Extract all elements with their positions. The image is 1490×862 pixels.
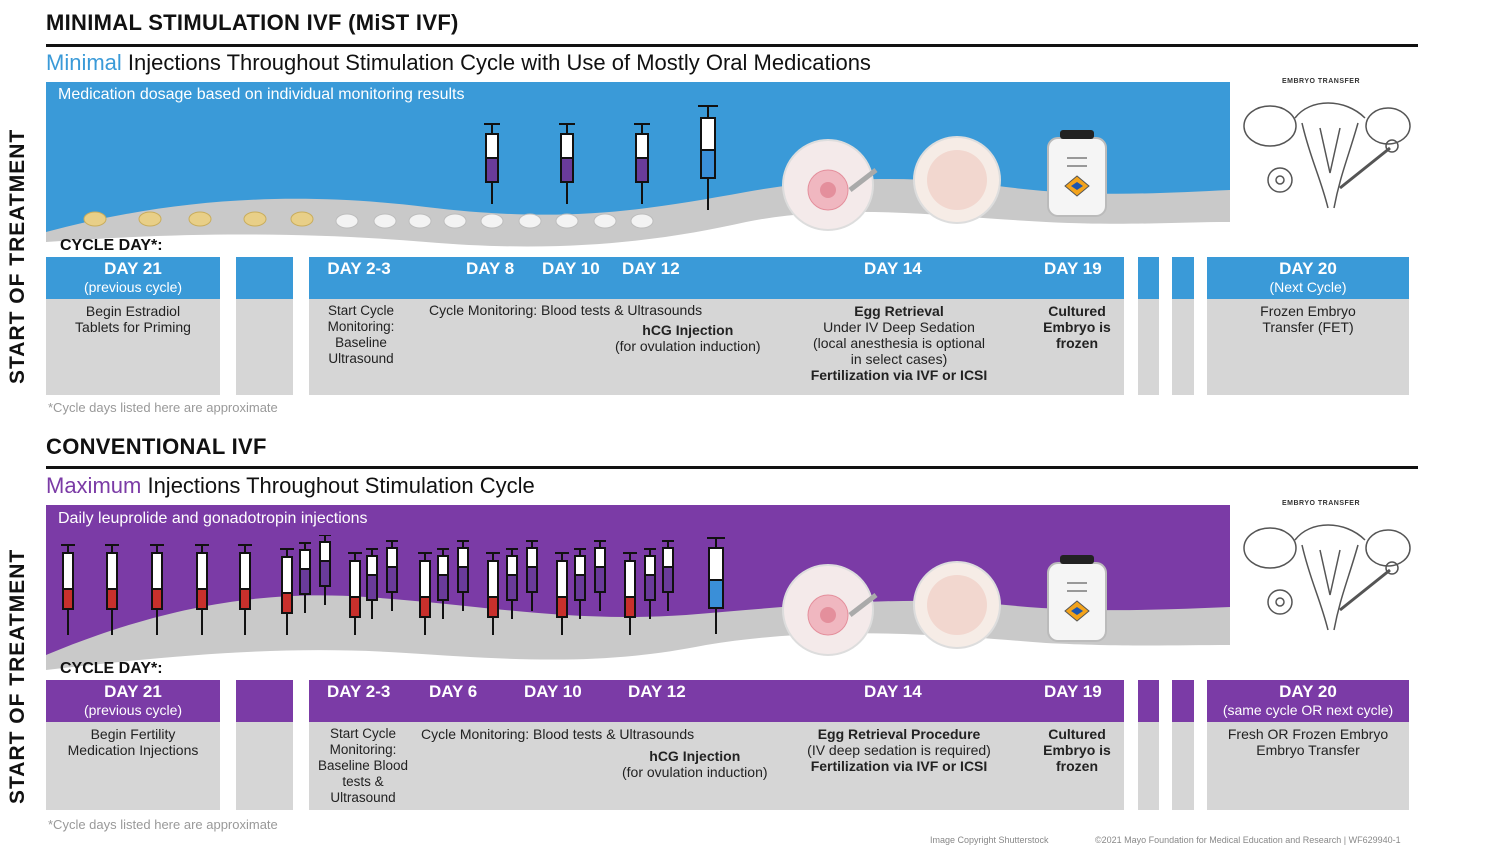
conv-col-day20: DAY 20 (same cycle OR next cycle) Fresh … xyxy=(1207,680,1409,810)
conv-monitoring-text: Cycle Monitoring: Blood tests & Ultrasou… xyxy=(421,726,695,742)
conv-day19-desc: Cultured Embryo is frozen xyxy=(1043,726,1111,774)
conv-hcg-block: hCG Injection (for ovulation induction) xyxy=(622,748,768,780)
conv-day2-3-label: DAY 2-3 xyxy=(327,682,391,701)
conv-note: *Cycle days listed here are approximate xyxy=(48,817,278,832)
conv-title: CONVENTIONAL IVF xyxy=(46,434,267,459)
mist-retrieval-title: Egg Retrieval xyxy=(854,303,944,319)
side-label-conventional: START OF TREATMENT xyxy=(6,548,29,804)
mist-subtitle: Minimal Injections Throughout Stimulatio… xyxy=(46,50,871,76)
mist-day2-3-label: DAY 2-3 xyxy=(327,259,391,278)
conv-cycle-day-label: CYCLE DAY*: xyxy=(60,660,163,677)
mist-hcg-sub: (for ovulation induction) xyxy=(615,338,761,354)
mist-col-day21: DAY 21 (previous cycle) Begin Estradiol … xyxy=(46,257,220,395)
conv-day20-sub: (same cycle OR next cycle) xyxy=(1222,702,1394,718)
mist-retrieval-illustration xyxy=(782,130,1107,231)
mist-day20-desc: Frozen Embryo Transfer (FET) xyxy=(1260,303,1356,335)
mist-title-rule xyxy=(46,44,1418,47)
mist-et-label: EMBRYO TRANSFER xyxy=(1282,78,1361,85)
mist-title: MINIMAL STIMULATION IVF (MiST IVF) xyxy=(46,10,459,35)
mist-day20-label: DAY 20 xyxy=(1279,259,1337,278)
conv-retrieval-line1: (IV deep sedation is required) xyxy=(807,742,991,758)
mist-embryo-transfer-illustration xyxy=(1243,102,1411,209)
mist-col-main: DAY 2-3 DAY 8 DAY 10 DAY 12 DAY 14 DAY 1… xyxy=(309,257,1124,395)
conv-col-gap3 xyxy=(1172,680,1194,810)
mist-retrieval-line3: in select cases) xyxy=(850,351,948,367)
mist-fertilization: Fertilization via IVF or ICSI xyxy=(810,367,988,383)
conv-subtitle-rest: Injections Throughout Stimulation Cycle xyxy=(141,473,535,498)
mist-monitoring-text: Cycle Monitoring: Blood tests & Ultrasou… xyxy=(429,302,703,318)
mist-retrieval-line2: (local anesthesia is optional xyxy=(813,335,985,351)
mist-subtitle-highlight: Minimal xyxy=(46,50,122,75)
conv-day21-label: DAY 21 xyxy=(104,682,162,701)
conv-day6-label: DAY 6 xyxy=(429,682,478,701)
conv-retrieval-block: Egg Retrieval Procedure (IV deep sedatio… xyxy=(789,726,1009,774)
mist-syringes-illustration xyxy=(484,105,718,210)
mist-col-day20-header xyxy=(1207,257,1409,299)
mist-cycle-day-label: CYCLE DAY*: xyxy=(60,237,163,254)
mist-note: *Cycle days listed here are approximate xyxy=(48,400,278,415)
conv-retrieval-title: Egg Retrieval Procedure xyxy=(817,726,981,742)
conv-day21-desc: Begin Fertility Medication Injections xyxy=(67,726,199,758)
conv-col-gap1 xyxy=(236,680,293,810)
conv-col-main: DAY 2-3 DAY 6 DAY 10 DAY 12 DAY 14 DAY 1… xyxy=(309,680,1124,810)
mist-day19-desc: Cultured Embryo is frozen xyxy=(1043,303,1111,351)
conv-col-day21: DAY 21 (previous cycle) Begin Fertility … xyxy=(46,680,220,810)
conv-et-label: EMBRYO TRANSFER xyxy=(1282,500,1361,507)
conv-col-main-header xyxy=(309,680,1124,722)
conv-day20-desc: Fresh OR Frozen Embryo Embryo Transfer xyxy=(1227,726,1389,758)
mist-col-gap3 xyxy=(1172,257,1194,395)
conv-day20-label: DAY 20 xyxy=(1279,682,1337,701)
credit-mayo: ©2021 Mayo Foundation for Medical Educat… xyxy=(1095,835,1401,845)
conv-subtitle: Maximum Injections Throughout Stimulatio… xyxy=(46,473,535,499)
mist-day21-sub: (previous cycle) xyxy=(83,279,183,295)
mist-subtitle-rest: Injections Throughout Stimulation Cycle … xyxy=(121,50,871,75)
mist-col-day21-header xyxy=(46,257,220,299)
mist-day21-desc: Begin Estradiol Tablets for Priming xyxy=(75,303,191,335)
conv-col-day21-header xyxy=(46,680,220,722)
mist-hcg-title: hCG Injection xyxy=(642,322,734,338)
conv-retrieval-illustration xyxy=(782,555,1107,656)
mist-day8-label: DAY 8 xyxy=(466,259,515,278)
mist-col-gap2 xyxy=(1138,257,1159,395)
mist-band-text: Medication dosage based on individual mo… xyxy=(58,86,465,103)
conv-day2-3-desc: Start Cycle Monitoring: Baseline Blood t… xyxy=(317,726,409,805)
mist-day10-label: DAY 10 xyxy=(542,259,600,278)
conv-day14-label: DAY 14 xyxy=(864,682,922,701)
mist-day2-3-desc: Start Cycle Monitoring: Baseline Ultraso… xyxy=(327,303,395,366)
mist-day20-sub: (Next Cycle) xyxy=(1269,279,1347,295)
conv-band-text: Daily leuprolide and gonadotropin inject… xyxy=(58,510,368,527)
mist-col-main-header xyxy=(309,257,1124,299)
side-label-mist: START OF TREATMENT xyxy=(6,128,29,384)
conv-day12-label: DAY 12 xyxy=(628,682,686,701)
mist-hcg-block: hCG Injection (for ovulation induction) xyxy=(615,322,761,354)
conv-day19-label: DAY 19 xyxy=(1044,682,1102,701)
mist-retrieval-block: Egg Retrieval Under IV Deep Sedation (lo… xyxy=(799,303,999,383)
conv-subtitle-highlight: Maximum xyxy=(46,473,142,498)
conv-hcg-sub: (for ovulation induction) xyxy=(622,764,768,780)
mist-retrieval-line1: Under IV Deep Sedation xyxy=(823,319,975,335)
conv-day21-sub: (previous cycle) xyxy=(83,702,183,718)
credit-image: Image Copyright Shutterstock xyxy=(930,835,1049,845)
mist-day14-label: DAY 14 xyxy=(864,259,922,278)
conv-fertilization: Fertilization via IVF or ICSI xyxy=(810,758,988,774)
mist-day21-label: DAY 21 xyxy=(104,259,162,278)
conv-title-rule xyxy=(46,466,1418,469)
conv-syringes-illustration xyxy=(60,535,725,635)
conv-col-day20-header xyxy=(1207,680,1409,722)
conv-col-gap2 xyxy=(1138,680,1159,810)
conv-hcg-title: hCG Injection xyxy=(649,748,741,764)
mist-day19-label: DAY 19 xyxy=(1044,259,1102,278)
mist-col-gap1 xyxy=(236,257,293,395)
conv-embryo-transfer-illustration xyxy=(1243,524,1411,631)
mist-day12-label: DAY 12 xyxy=(622,259,680,278)
mist-pills-illustration xyxy=(83,211,654,229)
mist-col-day20: DAY 20 (Next Cycle) Frozen Embryo Transf… xyxy=(1207,257,1409,395)
conv-day10-label: DAY 10 xyxy=(524,682,582,701)
